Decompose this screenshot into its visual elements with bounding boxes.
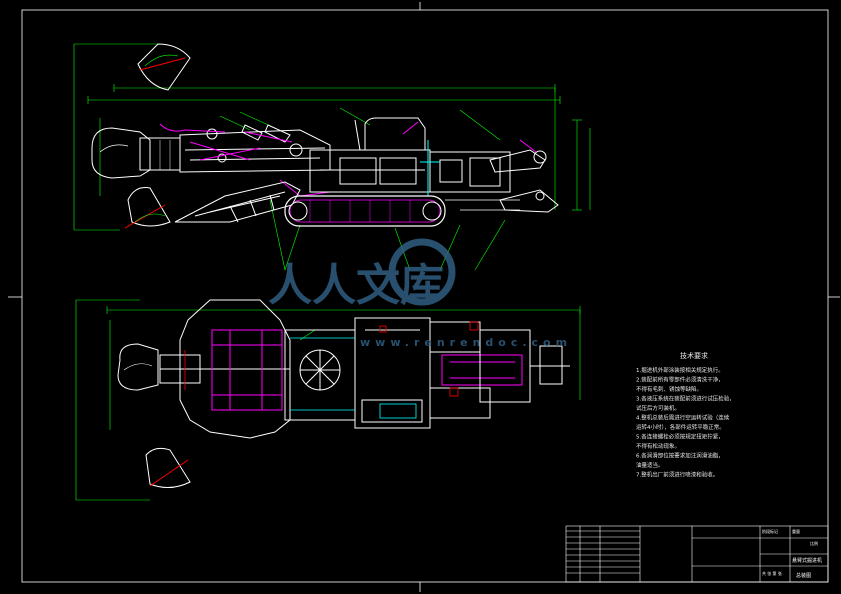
sheet-label: 共 张 第 张 (762, 570, 782, 576)
notes-item: 4.整机总装后需进行空运转试验（连续 (636, 414, 730, 422)
top-view-water-lines (290, 337, 417, 419)
water-spray-line (420, 140, 440, 196)
top-view-central-body (284, 317, 570, 429)
main-body (309, 149, 511, 193)
operator-cab (354, 117, 426, 151)
top-view-dimensions (75, 299, 581, 501)
notes-item: 运转4小时），各部件运转平稳正常。 (636, 423, 725, 431)
notes-title: 技术要求 (680, 351, 708, 360)
drawing-frame (8, 2, 840, 592)
title-block-text: 悬臂式掘进机 总装图 阶段标记 重量 比例 共 张 第 张 (762, 528, 822, 579)
top-view-hydraulics (211, 329, 523, 411)
notes-item: 7.整机出厂前须进行喷漆和验收。 (636, 471, 718, 479)
loading-apron (174, 181, 301, 223)
notes-item: 5.各连接螺栓必须按规定扭矩拧紧， (636, 433, 724, 441)
notes-item: 2.装配前所有零部件必须清洗干净， (636, 376, 724, 384)
top-view (75, 299, 581, 501)
cutter-head (91, 127, 181, 179)
notes-item: 6.各润滑部位按要求加注润滑油脂， (636, 452, 724, 460)
rear-conveyor (489, 139, 559, 213)
drawing-name: 悬臂式掘进机 (792, 557, 822, 564)
weight-label: 重量 (792, 528, 800, 534)
notes-item: 油量适当。 (636, 461, 664, 469)
watermark-text: 人人文库 (268, 260, 444, 311)
stage-label: 阶段标记 (762, 528, 778, 534)
side-view (73, 43, 591, 271)
cutter-arc-upper (137, 43, 191, 91)
top-view-red-details (184, 321, 479, 397)
notes-item: 3.各液压系统在装配前须进行试压检验， (636, 395, 735, 403)
cutter-arc-top-view (117, 343, 191, 488)
top-view-front-body (159, 299, 291, 439)
side-view-dimensions (73, 43, 591, 271)
technical-notes: 技术要求 1.掘进机外部涂装按相关规定执行。 2.装配前所有零部件必须清洗干净， … (636, 351, 735, 479)
notes-item: 试压后方可装机。 (636, 404, 680, 412)
scale-label: 比例 (810, 540, 818, 546)
notes-item: 1.掘进机外部涂装按相关规定执行。 (636, 366, 724, 374)
cutter-arc-lower (124, 187, 171, 229)
watermark: 人人文库 www.renrendoc.com (268, 238, 572, 349)
notes-item: 不得有毛刺、锈蚀等缺陷。 (636, 385, 702, 393)
title-block (565, 525, 829, 583)
crawler-track (284, 195, 520, 227)
watermark-url: www.renrendoc.com (360, 336, 572, 349)
drawing-number: 总装图 (796, 572, 811, 579)
notes-list: 1.掘进机外部涂装按相关规定执行。 2.装配前所有零部件必须清洗干净， 不得有毛刺… (636, 366, 735, 479)
notes-item: 不得有松动现象。 (636, 442, 680, 450)
